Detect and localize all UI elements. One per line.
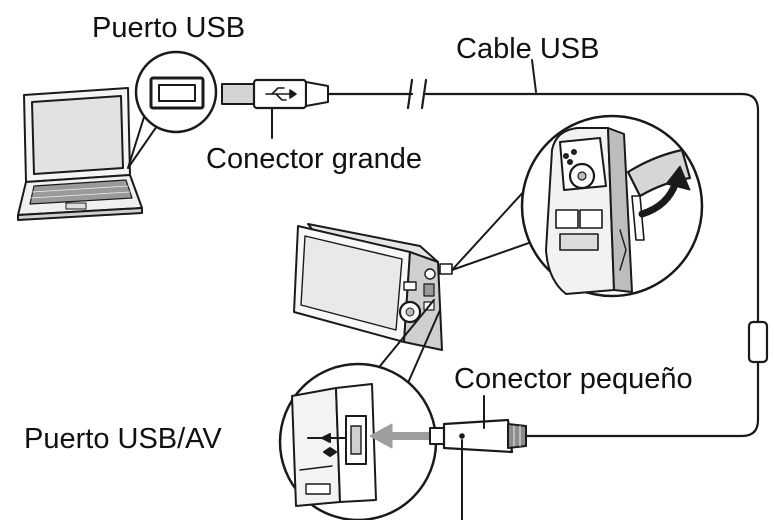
- usb-av-port-closeup: [291, 383, 377, 507]
- ferrite-core-icon: [747, 320, 769, 364]
- usb-av-port-callout: [278, 299, 444, 522]
- usb-port-callout: [127, 50, 218, 169]
- curved-arrow-icon: [638, 165, 691, 218]
- large-connector-icon: [221, 78, 329, 110]
- label-small-connector: Conector pequeño: [454, 363, 693, 395]
- usb-port-icon: [149, 76, 205, 110]
- cable-break-mark: [406, 78, 428, 110]
- label-usb-cable: Cable USB: [456, 33, 599, 65]
- label-usb-av-port: Puerto USB/AV: [24, 423, 222, 455]
- camera-side-closeup: [545, 127, 692, 295]
- usb-cable: [326, 92, 760, 438]
- digital-camera-icon: [293, 223, 453, 351]
- leader-lines: [271, 59, 537, 521]
- port-cover-callout: [451, 114, 704, 298]
- small-connector-icon: [429, 418, 527, 454]
- label-usb-port: Puerto USB: [92, 12, 245, 44]
- label-large-connector: Conector grande: [206, 143, 422, 175]
- usb-symbol-icon: [265, 87, 297, 101]
- laptop-icon: [17, 87, 143, 221]
